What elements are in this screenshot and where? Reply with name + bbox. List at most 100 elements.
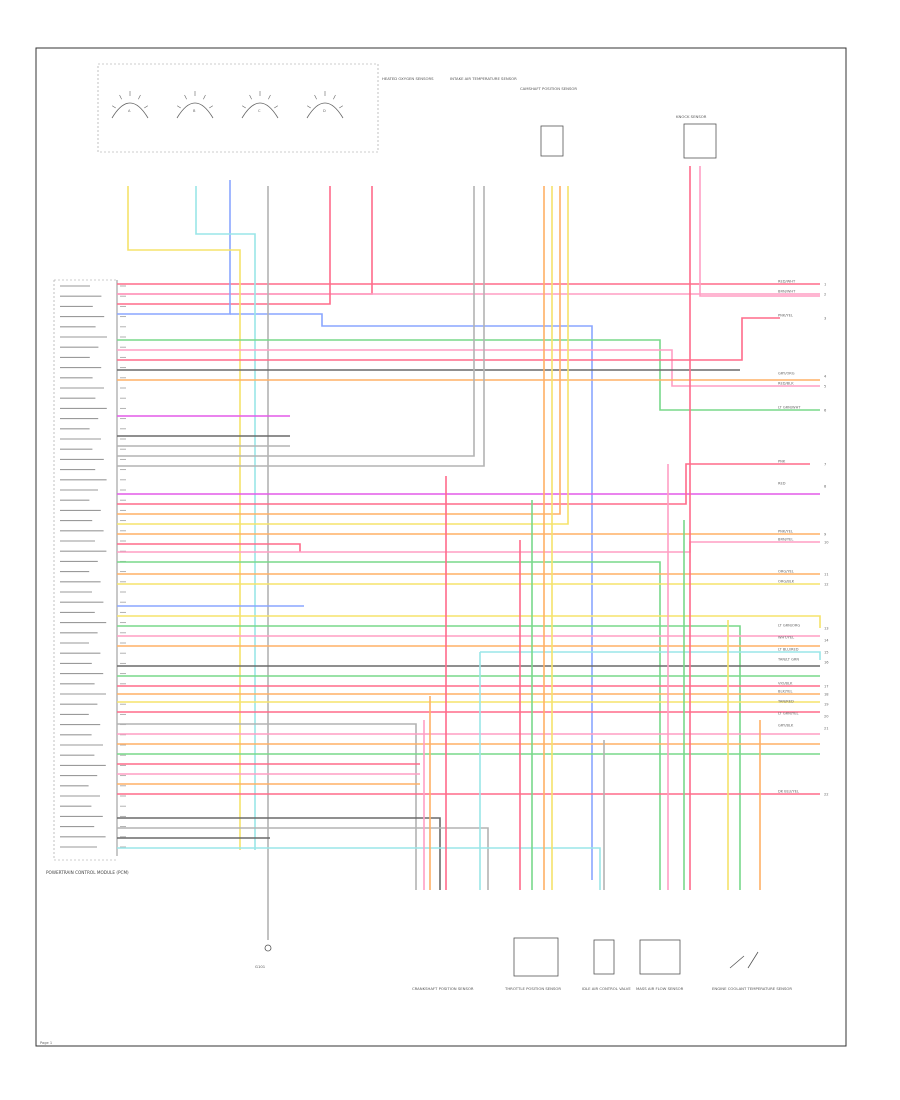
right-wire-label: GRY/BLK <box>778 724 794 728</box>
sensor-tick <box>184 94 187 100</box>
bottom-label-iac: IDLE AIR CONTROL VALVE <box>582 986 631 991</box>
right-pin-number: 22 <box>824 793 829 797</box>
sensor-letter: A <box>128 109 131 113</box>
wire <box>117 186 475 457</box>
right-pin-number: 9 <box>824 533 827 537</box>
sensor-tick <box>268 94 271 100</box>
right-pin-number: 7 <box>824 463 826 467</box>
right-pin-number: 21 <box>824 727 829 731</box>
top-sensors: A B C D <box>97 63 717 159</box>
right-wire-label: PNK/YEL <box>778 314 793 318</box>
maf-sensor-body <box>639 939 681 975</box>
oxygen-sensor-icon <box>176 102 214 119</box>
wire <box>117 349 820 387</box>
sensor-tick <box>242 105 246 109</box>
wire <box>117 543 301 552</box>
right-pin-number: 4 <box>824 375 827 379</box>
top-label-iat: INTAKE AIR TEMPERATURE SENSOR <box>450 76 517 81</box>
throttle-position-sensor-body <box>513 937 559 977</box>
right-wire-label: DK BLU/YEL <box>778 790 799 794</box>
right-wire-label: PNK/YEL <box>778 530 793 534</box>
right-wire-label: WHT/YEL <box>778 636 794 640</box>
bottom-label-ckp: CRANKSHAFT POSITION SENSOR <box>412 986 474 991</box>
bottom-components <box>264 937 759 977</box>
right-pin-number: 16 <box>824 661 829 665</box>
right-pin-number: 13 <box>824 627 829 631</box>
right-pin-number: 20 <box>824 715 829 719</box>
right-wire-label: BRN/YEL <box>778 538 793 542</box>
right-wire-label: TAN/RED <box>777 700 794 704</box>
sensor-tick <box>119 94 122 100</box>
right-pin-number: 8 <box>824 485 827 489</box>
right-pin-number: 18 <box>824 693 829 697</box>
sensor-tick <box>274 105 278 109</box>
wire <box>117 615 821 628</box>
wire <box>127 186 241 850</box>
bottom-label-tps: THROTTLE POSITION SENSOR <box>504 986 561 991</box>
cam-sensor-body <box>540 125 564 157</box>
right-pin-number: 10 <box>824 541 829 545</box>
sensor-tick <box>138 94 141 100</box>
iac-valve-body <box>593 939 615 975</box>
wire <box>117 463 810 505</box>
sensor-tick <box>333 94 336 100</box>
right-wire-label: LT GRN/YEL <box>778 712 799 716</box>
right-wire-label: LT GRN/ORG <box>778 624 800 628</box>
wire <box>230 313 593 880</box>
pcm-title: POWERTRAIN CONTROL MODULE (PCM) <box>46 870 129 875</box>
wire <box>117 827 489 890</box>
right-pin-number: 1 <box>824 283 826 287</box>
top-label-oxygen: HEATED OXYGEN SENSORS <box>382 76 434 81</box>
top-label-cmp: CAMSHAFT POSITION SENSOR <box>520 86 577 91</box>
top-label-knock: KNOCK SENSOR <box>676 114 707 119</box>
wire <box>117 561 661 890</box>
right-wire-label: RED/WHT <box>778 280 796 284</box>
right-pin-number: 3 <box>824 317 826 321</box>
wire <box>117 817 441 890</box>
wire <box>480 651 821 660</box>
wire-bundle <box>117 166 821 940</box>
oxygen-sensor-icon <box>241 102 279 119</box>
right-pin-number: 17 <box>824 685 829 689</box>
right-wire-labels: RED/WHT1BRN/WHT2PNK/YEL3GRY/ORG4RED/BLK5… <box>777 280 829 797</box>
right-wire-label: GRY/ORG <box>778 372 795 376</box>
wire <box>117 625 741 890</box>
wire <box>195 186 256 850</box>
wire <box>117 339 820 411</box>
right-wire-label: BRN/WHT <box>778 290 796 294</box>
sensor-tick <box>112 105 116 109</box>
sensor-tick <box>339 105 343 109</box>
sensor-tick <box>177 105 181 109</box>
right-pin-number: 19 <box>824 703 829 707</box>
bottom-label-maf: MASS AIR FLOW SENSOR <box>636 986 684 991</box>
sensor-tick <box>203 94 206 100</box>
diagram-frame <box>35 47 847 1047</box>
right-wire-label: TAN/LT GRN <box>777 658 799 662</box>
sensor-tick <box>249 94 252 100</box>
right-wire-label: LT BLU/RED <box>778 648 799 652</box>
wire <box>117 186 561 515</box>
sensor-letter: C <box>258 109 261 113</box>
oxygen-sensor-group <box>97 63 379 153</box>
oxygen-sensor-icon <box>306 102 344 119</box>
ground-g101-icon <box>264 944 272 952</box>
wire <box>117 847 601 890</box>
oxygen-sensor-icon <box>111 102 149 119</box>
wire <box>117 317 780 361</box>
right-wire-label: VIO/BLK <box>778 682 793 686</box>
bottom-label-g101: G101 <box>255 964 266 969</box>
right-wire-label: RED <box>778 482 786 486</box>
right-wire-label: BLK/YEL <box>778 690 793 694</box>
wire <box>117 186 569 525</box>
sensor-letter: B <box>193 109 196 113</box>
wire <box>699 166 820 297</box>
right-pin-number: 15 <box>824 651 829 655</box>
right-pin-number: 2 <box>824 293 826 297</box>
page-ref: Page 1 <box>40 1041 52 1045</box>
sensor-tick <box>144 105 148 109</box>
sensor-letter: D <box>323 109 326 113</box>
sensor-tick <box>314 94 317 100</box>
wire <box>117 186 373 295</box>
bottom-label-ect: ENGINE COOLANT TEMPERATURE SENSOR <box>712 986 792 991</box>
sensor-tick <box>307 105 311 109</box>
